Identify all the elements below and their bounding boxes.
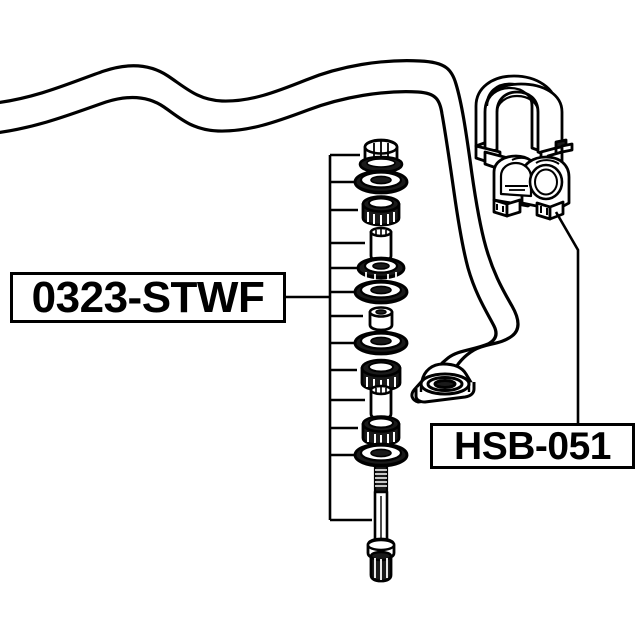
link-through-bolt <box>366 464 396 583</box>
hsb-leader-line <box>554 211 580 423</box>
stabilizer-bar-rubber-bushing <box>492 154 571 221</box>
part-spacer-sleeve-2 <box>369 384 393 421</box>
part-small-washer <box>368 306 394 332</box>
part-cup-washer-lower <box>353 330 409 356</box>
part-rubber-bushing-4 <box>361 415 401 447</box>
part-number-label-stwf-text: 0323-STWF <box>31 272 265 322</box>
stabilizer-bar <box>0 59 520 382</box>
part-cup-washer-upper <box>353 169 409 195</box>
part-flange-nut <box>358 138 404 174</box>
stwf-bracket-and-leaders <box>286 153 372 522</box>
stabilizer-bar-bracket-clamp <box>474 74 574 174</box>
stabilizer-bar-end-eye <box>410 362 476 404</box>
part-number-label-hsb-text: HSB-051 <box>454 424 611 468</box>
part-cup-washer-mid <box>353 279 409 305</box>
part-cup-washer-bottom <box>353 442 409 468</box>
part-rubber-bushing-1 <box>361 195 401 227</box>
part-spacer-sleeve-1 <box>369 226 393 263</box>
part-rubber-bushing-2 <box>356 256 406 280</box>
part-number-label-hsb[interactable]: HSB-051 <box>430 423 635 469</box>
stabilizer-link-exploded-stack <box>353 138 409 468</box>
part-number-label-stwf[interactable]: 0323-STWF <box>10 272 286 323</box>
